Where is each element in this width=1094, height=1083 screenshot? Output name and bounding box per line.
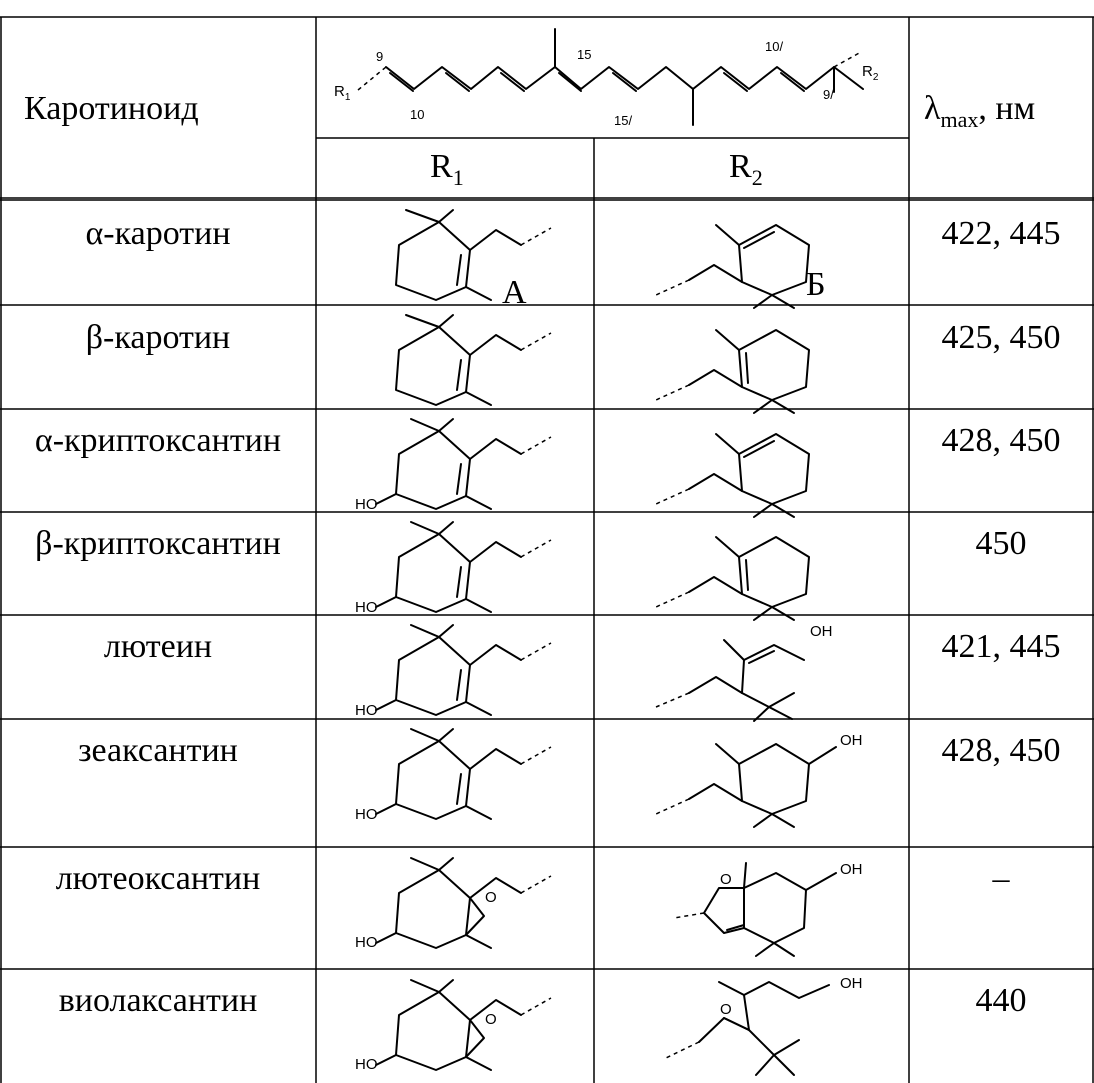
row-7-lambda: – bbox=[992, 860, 1010, 897]
chain-label-r1: R1 bbox=[334, 83, 351, 103]
row-6-lambda: 428, 450 bbox=[941, 732, 1061, 769]
polyene-chain-structure bbox=[357, 28, 864, 126]
chain-label-9: 9 bbox=[376, 49, 384, 64]
r2-structures bbox=[655, 224, 837, 1076]
row-5-oh: OH bbox=[810, 623, 833, 640]
row-5-lambda: 421, 445 bbox=[941, 628, 1061, 665]
row-7-o-ring: O bbox=[720, 871, 732, 888]
row-8-o: O bbox=[485, 1011, 497, 1028]
row-8-ho: HO bbox=[355, 1056, 378, 1073]
row-7-ho: HO bbox=[355, 934, 378, 951]
row-7-name: лютеоксантин bbox=[55, 860, 261, 897]
row-4-name: β-криптоксантин bbox=[35, 525, 281, 562]
header-r1: R1 bbox=[430, 148, 464, 190]
chain-label-9p: 9/ bbox=[823, 87, 834, 102]
row-5-ho: HO bbox=[355, 702, 378, 719]
r1-structures bbox=[375, 209, 552, 1071]
chain-label-15: 15 bbox=[577, 47, 592, 62]
row-2-lambda: 425, 450 bbox=[941, 319, 1061, 356]
row-8-o-ring: O bbox=[720, 1001, 732, 1018]
chain-label-10p: 10/ bbox=[765, 39, 784, 54]
chain-label-10: 10 bbox=[410, 107, 425, 122]
chain-label-15p: 15/ bbox=[614, 113, 633, 128]
row-4-lambda: 450 bbox=[975, 525, 1027, 562]
header-r2: R2 bbox=[729, 148, 763, 190]
row-1-lambda: 422, 445 bbox=[941, 215, 1061, 252]
row-8-oh: OH bbox=[840, 975, 863, 992]
label-b: Б bbox=[806, 266, 826, 303]
row-8-name: виолаксантин bbox=[58, 982, 258, 1019]
label-a: А bbox=[502, 274, 527, 311]
header-compound: Каротиноид bbox=[24, 90, 199, 127]
row-6-oh: OH bbox=[840, 732, 863, 749]
row-3-lambda: 428, 450 bbox=[941, 422, 1061, 459]
row-6-name: зеаксантин bbox=[78, 732, 238, 769]
row-3-ho: HO bbox=[355, 496, 378, 513]
row-6-ho: HO bbox=[355, 806, 378, 823]
chain-label-r2: R2 bbox=[862, 63, 879, 83]
row-1-name: α-каротин bbox=[85, 215, 231, 252]
row-3-name: α-криптоксантин bbox=[34, 422, 282, 459]
row-2-name: β-каротин bbox=[85, 319, 231, 356]
row-7-oh: OH bbox=[840, 861, 863, 878]
header-lambda: λmax, нм bbox=[924, 90, 1036, 132]
row-4-ho: HO bbox=[355, 599, 378, 616]
row-7-o: O bbox=[485, 889, 497, 906]
row-8-lambda: 440 bbox=[975, 982, 1027, 1019]
row-5-name: лютеин bbox=[103, 628, 213, 665]
